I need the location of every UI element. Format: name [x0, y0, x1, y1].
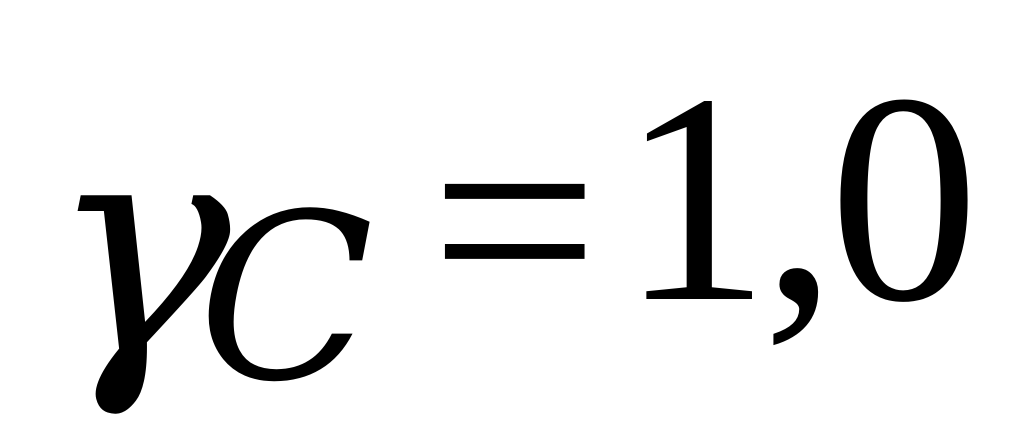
- formula-subscript: C: [198, 166, 374, 433]
- formula-value: 1,0: [620, 32, 979, 364]
- formula-symbol: γ: [48, 73, 231, 422]
- formula-operator: =: [430, 54, 600, 386]
